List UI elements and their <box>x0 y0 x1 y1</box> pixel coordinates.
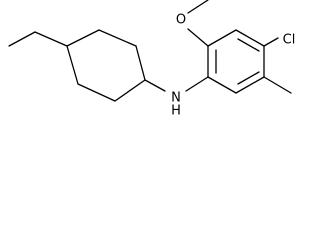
bond-benzene-5 <box>235 76 265 94</box>
benzene-ring <box>207 29 265 94</box>
bond-ring-nitrogen <box>144 79 166 92</box>
bond-cyclohexane-2 <box>98 29 137 47</box>
bond-arene-methyl <box>263 76 292 94</box>
bond-cyclohexane-4 <box>114 79 146 102</box>
bond-ethyl-ch3-ch2 <box>8 31 36 47</box>
bond-nitrogen-arene <box>185 76 209 92</box>
bond-ethyl-ch2-ring <box>34 31 68 47</box>
bond-cyclohexane-5 <box>77 83 116 102</box>
amine-linker: N H <box>144 76 209 119</box>
bond-arene-chlorine <box>263 37 279 47</box>
oxygen-label: O <box>176 13 186 28</box>
bond-benzene-5-inner <box>237 71 260 85</box>
bond-cyclohexane-6 <box>66 45 79 85</box>
bond-benzene-6 <box>207 76 237 94</box>
chemical-structure-diagram: N H O Cl <box>8 0 296 119</box>
chlorine-label: Cl <box>283 33 296 48</box>
methyl-group <box>263 76 292 94</box>
bond-cyclohexane-1 <box>66 29 100 47</box>
bond-arene-oxygen <box>187 28 209 47</box>
methoxy-group: O <box>176 0 209 47</box>
bond-benzene-2 <box>207 29 237 47</box>
bond-cyclohexane-3 <box>135 45 146 81</box>
bond-benzene-3 <box>235 29 265 47</box>
chloro-group: Cl <box>263 33 296 48</box>
nitrogen-hydrogen-label: H <box>171 104 181 119</box>
cyclohexane-ring <box>66 29 146 102</box>
nitrogen-label: N <box>171 91 181 106</box>
ethyl-group <box>8 31 68 47</box>
bond-benzene-3-inner <box>237 38 260 52</box>
bond-oxygen-methyl <box>187 0 209 14</box>
